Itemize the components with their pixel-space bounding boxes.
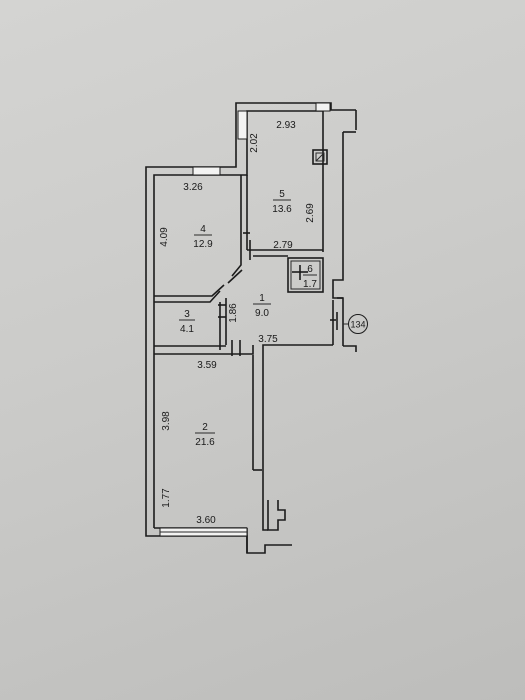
dim-corridor-top: 2.79: [273, 240, 293, 251]
interior-walls: [154, 175, 343, 356]
apartment-number: 134: [350, 320, 365, 330]
dim-r5-top: 2.93: [276, 120, 296, 131]
dim-r5-right: 2.69: [305, 203, 316, 223]
room-labels: 5 13.6 4 12.9 6 1.7 1 9.0 3 4.1 2 21.6: [179, 189, 317, 448]
room-3-number: 3: [184, 309, 190, 320]
room-1-area: 9.0: [255, 308, 269, 319]
apartment-number-marker: 134: [343, 314, 368, 334]
room-5-area: 13.6: [272, 204, 292, 215]
dim-r1-bottom: 3.75: [258, 334, 278, 345]
dim-r2-left: 3.98: [161, 411, 172, 431]
room-6-number: 6: [307, 264, 313, 275]
room-2-number: 2: [202, 422, 208, 433]
window-room5: [237, 110, 248, 140]
windows: [159, 102, 331, 537]
window-room5-top: [315, 102, 331, 112]
dim-r2-left-lower: 1.77: [161, 488, 172, 508]
room-3-area: 4.1: [180, 324, 194, 335]
vent-shaft: [312, 149, 328, 165]
dim-r2-top: 3.59: [197, 360, 217, 371]
dim-r4-top: 3.26: [183, 182, 203, 193]
room-6-area: 1.7: [303, 279, 317, 290]
room-2-area: 21.6: [195, 437, 215, 448]
room-4-number: 4: [200, 224, 206, 235]
room-4-area: 12.9: [193, 239, 213, 250]
dimension-labels: 2.93 2.02 2.69 3.26 4.09 2.79 1.86 3.75 …: [159, 120, 316, 526]
room-5-number: 5: [279, 189, 285, 200]
dim-r1-left: 1.86: [228, 303, 239, 323]
dim-r4-left: 4.09: [159, 227, 170, 247]
dim-r2-bottom: 3.60: [196, 515, 216, 526]
window-room4: [192, 166, 221, 176]
outer-walls: [145, 102, 357, 554]
room-1-number: 1: [259, 293, 265, 304]
dim-r5-left: 2.02: [249, 133, 260, 153]
